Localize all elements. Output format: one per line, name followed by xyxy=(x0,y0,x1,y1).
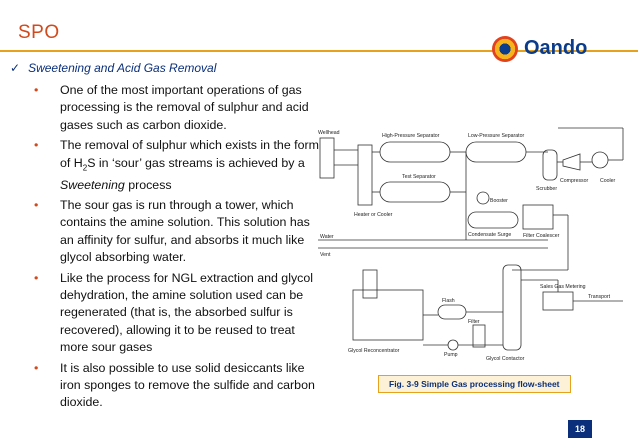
label-hp-separator: High-Pressure Separator xyxy=(382,133,440,139)
label-heater: Heater or Cooler xyxy=(354,212,393,218)
label-condensate: Condensate Surge xyxy=(468,232,511,238)
label-filter-coalescer: Filter Coalescer xyxy=(523,233,560,239)
bullet-icon: • xyxy=(34,138,39,153)
hp-separator-shape xyxy=(379,141,451,163)
bullet-icon: • xyxy=(34,197,39,212)
label-test-separator: Test Separator xyxy=(402,174,436,180)
label-glycol-reconcentrator: Glycol Reconcentrator xyxy=(348,348,400,354)
label-water: Water xyxy=(320,234,334,240)
oando-logo: Oando xyxy=(492,34,622,64)
filter-coalescer-shape xyxy=(522,204,554,230)
checkmark-icon: ✓ xyxy=(10,61,21,75)
bullet-icon: • xyxy=(34,270,39,285)
wellhead-shape xyxy=(319,137,335,179)
lp-separator-shape xyxy=(465,141,527,163)
still-column-shape xyxy=(362,269,378,299)
logo-mark-icon xyxy=(492,36,518,62)
label-filter: Filter xyxy=(468,319,480,325)
test-separator-shape xyxy=(379,181,451,203)
bullet-text: One of the most important operations of … xyxy=(60,83,309,132)
subscript: 2 xyxy=(82,163,88,173)
flash-tank-shape xyxy=(437,304,467,320)
booster-shape xyxy=(476,191,490,205)
bullet-icon: • xyxy=(34,83,39,97)
subheading: ✓ Sweetening and Acid Gas Removal xyxy=(10,61,216,75)
bullet-item: • The removal of sulphur which exists in… xyxy=(34,137,324,194)
filter-shape xyxy=(472,324,486,348)
glycol-reconcentrator-shape xyxy=(352,289,424,341)
label-scrubber: Scrubber xyxy=(536,186,557,192)
bullet-item: • One of the most important operations o… xyxy=(34,82,324,134)
bullet-item: • It is also possible to use solid desic… xyxy=(34,360,324,412)
label-transport: Transport xyxy=(588,294,611,300)
bullet-text-part: process xyxy=(124,177,172,192)
bullet-text: Like the process for NGL extraction and … xyxy=(60,270,313,355)
slide-title: SPO xyxy=(18,22,60,43)
label-compressor: Compressor xyxy=(560,178,589,184)
condensate-surge-shape xyxy=(467,211,519,229)
title-rule xyxy=(0,50,638,52)
bullet-text-part: S in ‘sour’ gas streams is achieved by a xyxy=(87,155,305,170)
label-booster: Booster xyxy=(490,198,508,204)
bullet-item: • The sour gas is run through a tower, w… xyxy=(34,197,324,267)
page-number: 18 xyxy=(568,420,592,438)
label-sales-gas: Sales Gas Metering xyxy=(540,284,586,290)
label-flash: Flash xyxy=(442,298,455,304)
heater-shape xyxy=(357,144,373,206)
bullet-text: The sour gas is run through a tower, whi… xyxy=(60,197,310,265)
bullet-item: • Like the process for NGL extraction an… xyxy=(34,270,324,357)
figure-caption: Fig. 3-9 Simple Gas processing flow-shee… xyxy=(378,375,571,393)
label-lp-separator: Low-Pressure Separator xyxy=(468,133,524,139)
label-glycol-contactor: Glycol Contactor xyxy=(486,356,525,362)
bullet-icon: • xyxy=(34,360,39,375)
bullet-text-part: The removal of sulphur which exists in t… xyxy=(60,138,319,170)
logo-text: Oando xyxy=(524,37,588,59)
process-flow-diagram: Wellhead High-Pressure Separator Low-Pre… xyxy=(318,127,624,362)
bullet-italic: Sweetening xyxy=(60,177,125,192)
bullet-list: • One of the most important operations o… xyxy=(34,82,324,415)
cooler-shape xyxy=(591,151,609,169)
bullet-text: It is also possible to use solid desicca… xyxy=(60,360,315,410)
scrubber-shape xyxy=(542,149,558,181)
compressor-shape xyxy=(562,153,581,171)
label-cooler: Cooler xyxy=(600,178,616,184)
label-vent: Vent xyxy=(320,252,331,258)
subheading-text: Sweetening and Acid Gas Removal xyxy=(28,61,217,75)
label-wellhead: Wellhead xyxy=(318,130,340,136)
label-pump: Pump xyxy=(444,352,458,358)
glycol-contactor-shape xyxy=(502,264,522,351)
pump-shape xyxy=(447,339,459,351)
sales-gas-shape xyxy=(542,291,574,311)
